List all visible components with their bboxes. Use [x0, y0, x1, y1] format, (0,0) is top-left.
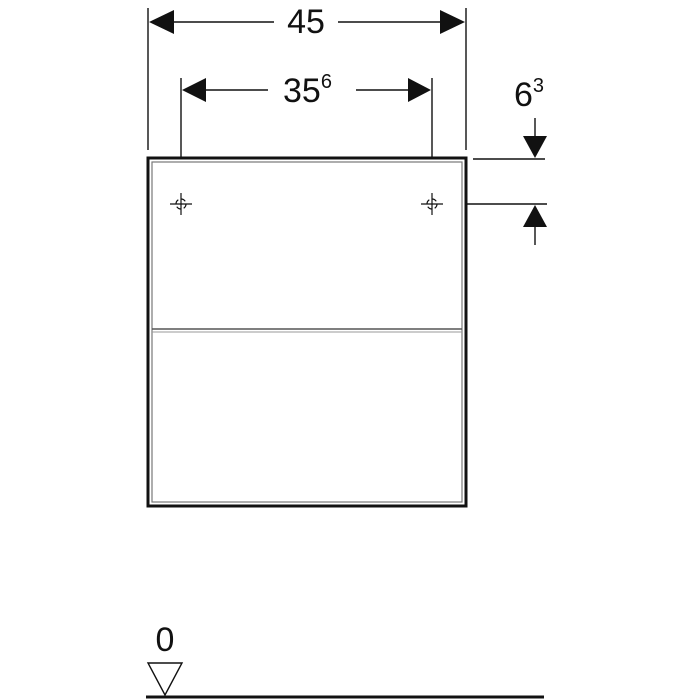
overall-width-label: 45	[287, 3, 325, 41]
datum-label: 0	[156, 621, 175, 659]
cabinet-front	[146, 156, 468, 508]
arrow-right-icon	[408, 78, 431, 102]
mounting-hole-right	[421, 193, 443, 215]
arrow-down-icon	[523, 136, 547, 158]
hole-spacing-label: 356	[283, 71, 332, 110]
hole-spacing-dimension: 356	[180, 71, 433, 190]
arrow-right-icon	[440, 10, 465, 34]
arrow-left-icon	[182, 78, 206, 102]
arrow-up-icon	[523, 205, 547, 227]
arrow-left-icon	[149, 10, 174, 34]
hole-offset-label: 63	[514, 75, 544, 114]
overall-width-dimension: 45	[147, 3, 467, 150]
datum-triangle-icon	[146, 662, 184, 697]
floor-datum: 0	[146, 621, 544, 699]
mounting-hole-left	[170, 193, 192, 215]
